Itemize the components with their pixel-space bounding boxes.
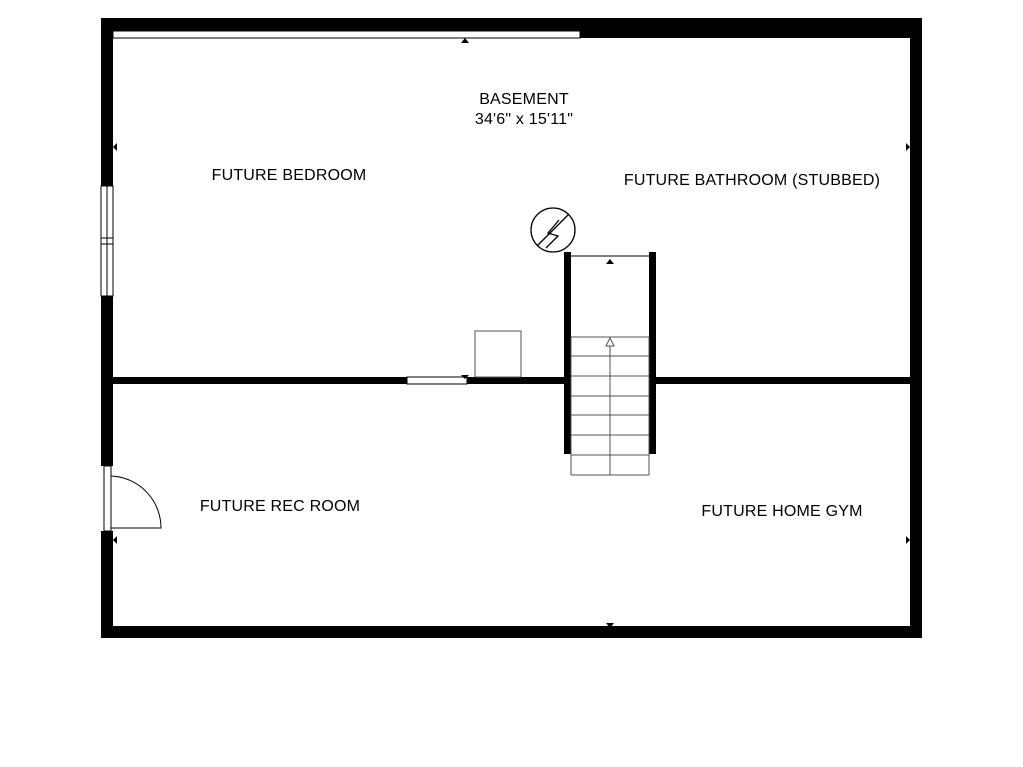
- top-wall-inner-line: [112, 30, 581, 39]
- stair-wall-left: [564, 252, 571, 454]
- exterior-walls: [101, 18, 922, 638]
- stair-treads: [570, 336, 650, 476]
- top-wall-left: [101, 18, 581, 31]
- measurement-markers: [113, 38, 910, 628]
- stair-wall-right: [649, 252, 656, 454]
- divider-opening: [406, 376, 468, 385]
- room-label-future-bedroom: FUTURE BEDROOM: [212, 167, 367, 184]
- utility-fixture: [474, 330, 522, 378]
- window-icon: [100, 185, 114, 297]
- staircase: [564, 252, 656, 476]
- left-wall-middle: [101, 296, 113, 466]
- stairs-up-arrow-icon: [605, 336, 615, 347]
- room-label-future-rec-room: FUTURE REC ROOM: [200, 498, 360, 515]
- room-label-future-bathroom: FUTURE BATHROOM (STUBBED): [624, 172, 880, 189]
- door-swing-icon: [103, 465, 162, 532]
- divider-wall-left: [113, 377, 407, 384]
- electrical-panel-icon: [530, 207, 576, 253]
- floor-dimensions: 34'6" x 15'11": [475, 111, 573, 128]
- left-wall-upper: [101, 18, 113, 186]
- bottom-wall: [101, 626, 922, 638]
- floor-name: BASEMENT: [479, 91, 569, 108]
- top-wall-right: [580, 18, 922, 38]
- right-wall: [910, 18, 922, 638]
- room-label-future-home-gym: FUTURE HOME GYM: [701, 503, 862, 520]
- divider-wall-right: [656, 377, 910, 384]
- interior-walls: [113, 377, 910, 384]
- divider-wall-mid: [467, 377, 564, 384]
- left-wall-lower: [101, 531, 113, 638]
